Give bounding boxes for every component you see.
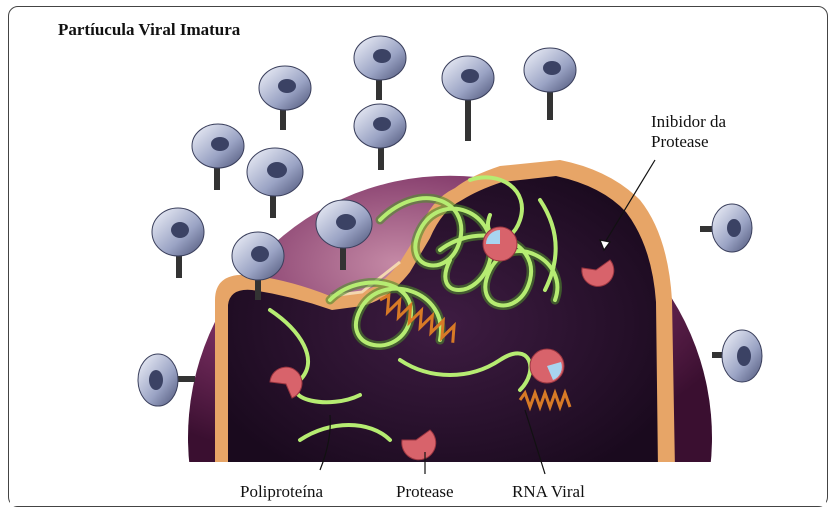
inhibitor-label-line2: Protease <box>651 132 709 152</box>
rna-viral-label: RNA Viral <box>512 482 585 502</box>
polyprotein-label: Poliproteína <box>240 482 323 502</box>
figure-title: Partíucula Viral Imatura <box>58 20 240 40</box>
inhibitor-label-line1: Inibidor da <box>651 112 726 132</box>
protease-label: Protease <box>396 482 454 502</box>
